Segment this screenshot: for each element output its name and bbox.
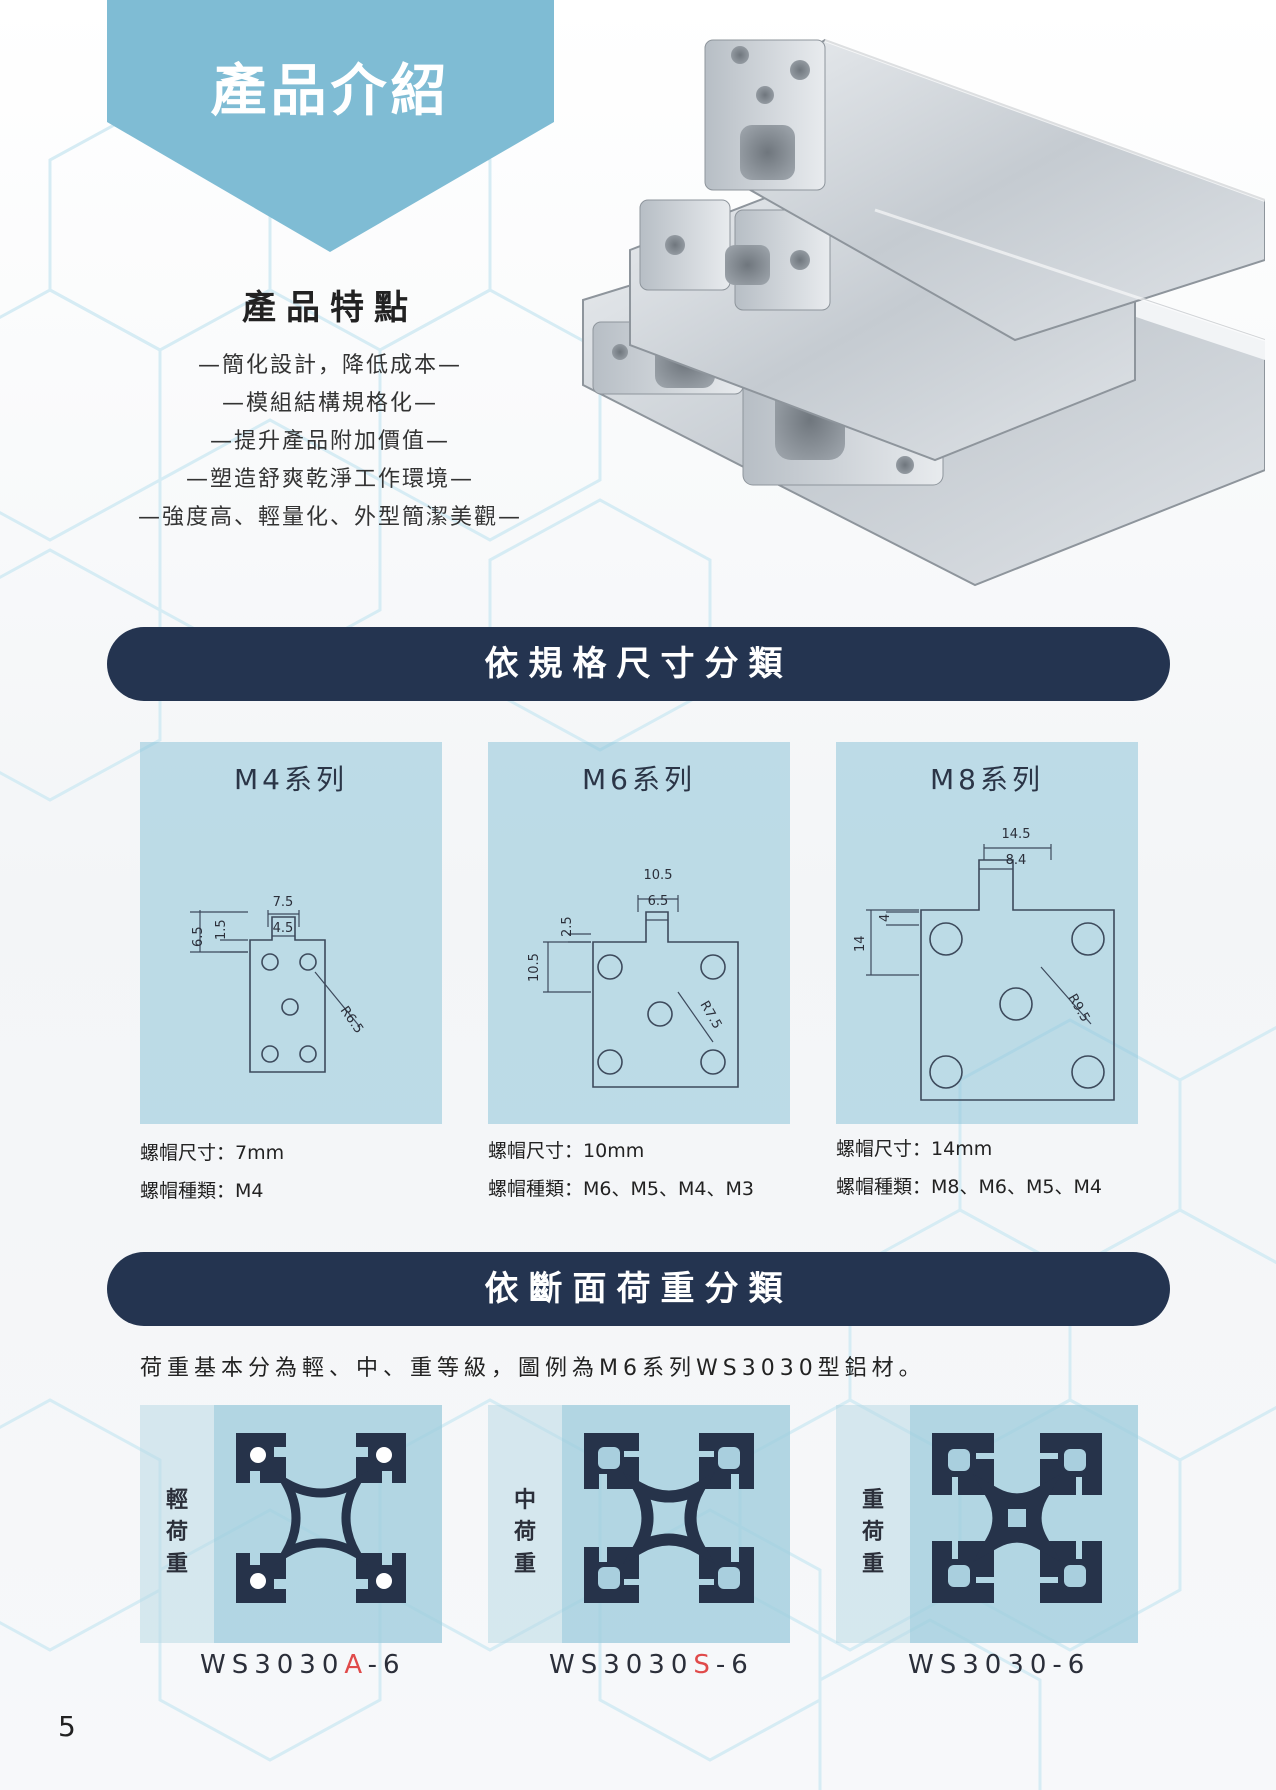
feature-item: —提升產品附加價值— — [209, 429, 450, 454]
dim-slot-height: 1.5 — [214, 919, 229, 940]
spec-label: 螺帽種類： — [140, 1180, 236, 1202]
light-profile-icon — [236, 1433, 406, 1603]
heavy-profile-icon — [932, 1433, 1102, 1603]
feature-item: —簡化設計，降低成本— — [197, 353, 462, 378]
section-bar-size: 依規格尺寸分類 — [107, 627, 1170, 701]
series-card-m4: M4系列 7.5 4.5 1.5 6.5 R6.5 — [140, 742, 442, 1124]
series-title: M6系列 — [582, 763, 696, 796]
medium-profile-icon — [584, 1433, 754, 1603]
dim-radius: R7.5 — [697, 999, 725, 1032]
page-title: 產品介紹 — [210, 59, 451, 124]
feature-item: —模組結構規格化— — [221, 391, 438, 416]
dim-slot-height: 4 — [878, 914, 893, 922]
spec-label: 螺帽尺寸： — [488, 1140, 584, 1162]
spec-value: M8、M6、M5、M4 — [931, 1176, 1102, 1198]
features-block: 產品特點 —簡化設計，降低成本— —模組結構規格化— —提升產品附加價值— —塑… — [100, 280, 560, 537]
load-intro-text: 荷重基本分為輕、中、重等級，圖例為M6系列WS3030型鋁材。 — [140, 1356, 926, 1381]
spec-label: 螺帽尺寸： — [140, 1142, 236, 1164]
model-medium: WS3030S-6 — [549, 1650, 754, 1680]
model-light: WS3030A-6 — [200, 1650, 406, 1680]
dim-outer-width: 14.5 — [1002, 827, 1031, 842]
feature-item: —強度高、輕量化、外型簡潔美觀— — [137, 505, 522, 530]
dim-inner-width: 4.5 — [273, 921, 294, 936]
load-card-heavy: 重 荷 重 — [836, 1405, 1138, 1643]
title-badge: 產品介紹 — [107, 0, 554, 252]
spec-label: 螺帽種類： — [836, 1176, 932, 1198]
m4-cross-section-drawing: 7.5 4.5 1.5 6.5 R6.5 — [190, 895, 366, 1073]
page-number: 5 — [58, 1710, 76, 1743]
features-heading: 產品特點 — [242, 288, 418, 328]
dim-total-height: 6.5 — [191, 926, 206, 947]
spec-value: M4 — [235, 1180, 264, 1202]
dim-radius: R6.5 — [337, 1004, 366, 1037]
dim-radius: R9.5 — [1065, 992, 1093, 1025]
spec-label: 螺帽種類： — [488, 1178, 584, 1200]
model-heavy: WS3030-6 — [908, 1650, 1091, 1680]
spec-value: 14mm — [931, 1138, 993, 1160]
dim-outer-width: 10.5 — [644, 868, 673, 883]
m8-cross-section-drawing: 14.5 8.4 4 14 R9.5 — [853, 827, 1115, 1101]
aluminum-profile-image — [582, 38, 1265, 587]
dim-total-height: 10.5 — [527, 953, 542, 982]
dim-outer-width: 7.5 — [273, 895, 294, 910]
series-card-m8: M8系列 14.5 8.4 4 14 R9.5 — [836, 742, 1138, 1124]
spec-m4: 螺帽尺寸：7mm 螺帽種類：M4 — [140, 1134, 460, 1210]
spec-value: 7mm — [235, 1142, 285, 1164]
load-label: 輕 荷 重 — [165, 1488, 188, 1577]
load-label: 重 荷 重 — [861, 1488, 884, 1577]
m6-cross-section-drawing: 10.5 6.5 2.5 10.5 R7.5 — [527, 868, 739, 1088]
dim-total-height: 14 — [853, 935, 868, 952]
spec-value: M6、M5、M4、M3 — [583, 1178, 754, 1200]
load-label: 中 荷 重 — [513, 1488, 536, 1577]
series-title: M4系列 — [234, 763, 348, 796]
dim-inner-width: 8.4 — [1006, 853, 1027, 868]
spec-m6: 螺帽尺寸：10mm 螺帽種類：M6、M5、M4、M3 — [488, 1132, 808, 1208]
dim-slot-height: 2.5 — [560, 916, 575, 937]
load-card-light: 輕 荷 重 — [140, 1405, 442, 1643]
feature-item: —塑造舒爽乾淨工作環境— — [185, 467, 474, 492]
spec-value: 10mm — [583, 1140, 645, 1162]
spec-m8: 螺帽尺寸：14mm 螺帽種類：M8、M6、M5、M4 — [836, 1130, 1156, 1206]
spec-label: 螺帽尺寸： — [836, 1138, 932, 1160]
series-card-m6: M6系列 10.5 6.5 2.5 10.5 R7.5 — [488, 742, 790, 1124]
series-title: M8系列 — [930, 763, 1044, 796]
load-card-medium: 中 荷 重 — [488, 1405, 790, 1643]
section-bar-load: 依斷面荷重分類 — [107, 1252, 1170, 1326]
badge-shape — [107, 0, 554, 252]
dim-inner-width: 6.5 — [648, 894, 669, 909]
